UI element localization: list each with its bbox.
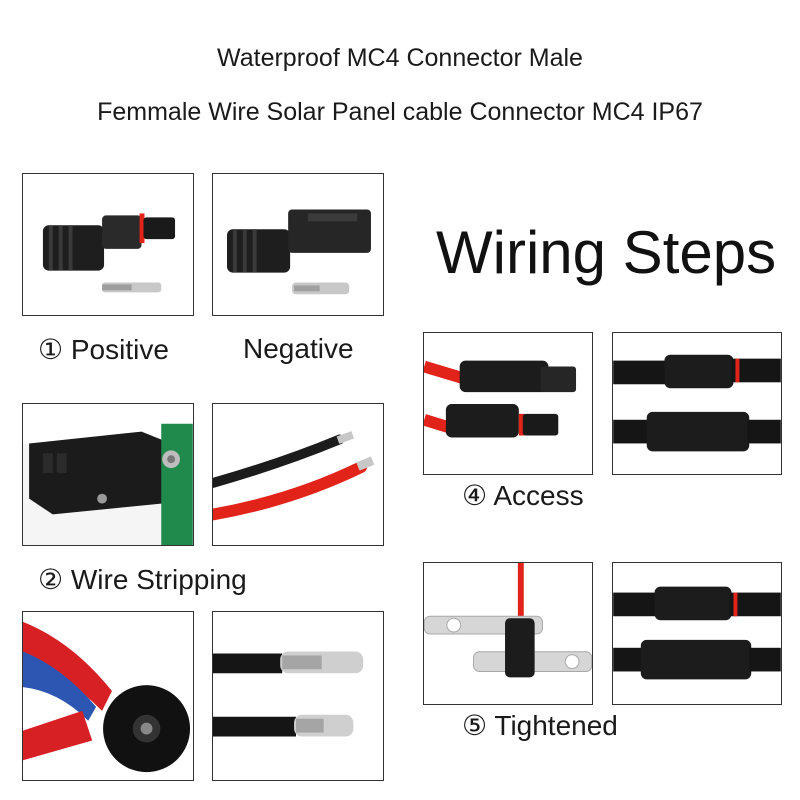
access-joined-image xyxy=(612,332,782,475)
access-connectors-illustration xyxy=(424,360,577,438)
access-connectors-image xyxy=(423,332,593,475)
stripped-wires-illustration xyxy=(213,431,375,521)
wire-stripper-illustration xyxy=(23,423,193,545)
crimping-pliers-image xyxy=(22,611,194,781)
caption-wire-stripping: ② Wire Stripping xyxy=(38,564,247,595)
wiring-steps-heading: Wiring Steps xyxy=(436,219,777,286)
tightened-connectors-illustration xyxy=(613,586,781,680)
negative-connector-illustration xyxy=(227,209,371,295)
caption-negative: Negative xyxy=(243,333,354,364)
wire-stripper-image xyxy=(22,403,194,546)
tightening-spanner-illustration xyxy=(424,563,592,678)
caption-tightened: ⑤ Tightened xyxy=(462,710,618,741)
positive-connector-illustration xyxy=(42,213,176,293)
product-title-line-2: Femmale Wire Solar Panel cable Connector… xyxy=(97,98,703,126)
negative-connector-image xyxy=(212,173,384,316)
crimped-terminals-image xyxy=(212,611,384,781)
caption-access: ④ Access xyxy=(462,480,584,511)
caption-positive: ① Positive xyxy=(38,334,169,365)
product-title-line-1: Waterproof MC4 Connector Male xyxy=(217,44,583,72)
access-joined-illustration xyxy=(613,354,781,452)
positive-connector-image xyxy=(22,173,194,316)
crimping-pliers-illustration xyxy=(23,621,191,773)
tightening-spanner-image xyxy=(423,562,593,705)
stripped-wires-image xyxy=(212,403,384,546)
tightened-connectors-image xyxy=(612,562,782,705)
crimped-terminals-illustration xyxy=(213,651,364,737)
